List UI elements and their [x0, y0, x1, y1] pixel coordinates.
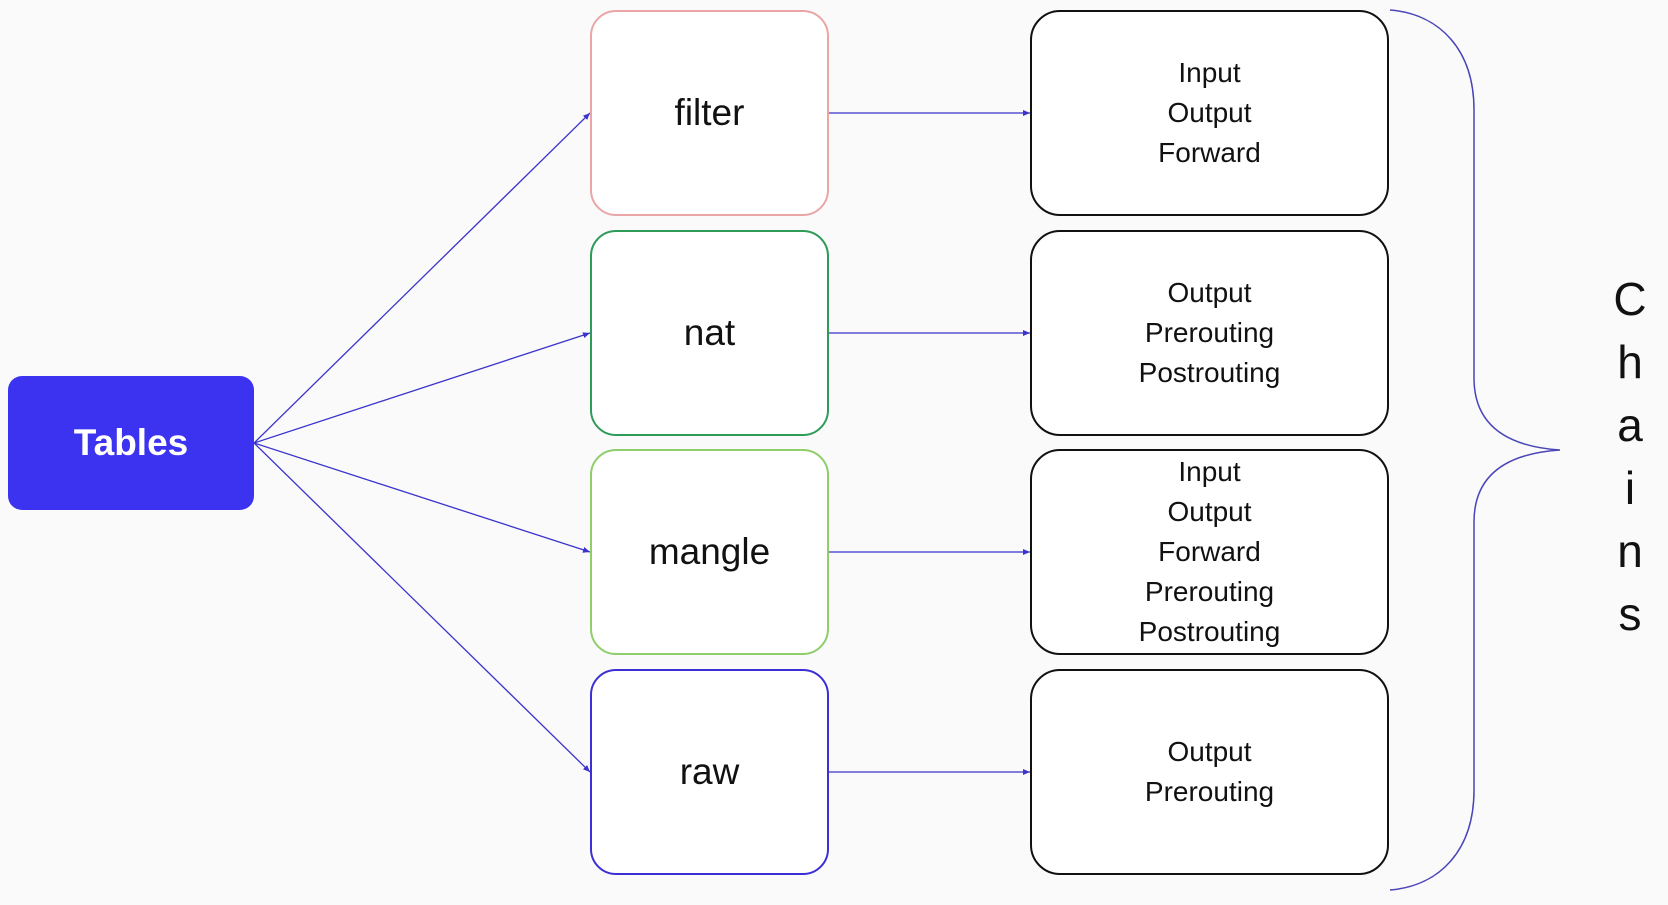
chain-item: Postrouting — [1138, 357, 1281, 388]
chains-brace — [1389, 9, 1561, 891]
arrow-tables-to-nat — [253, 332, 591, 444]
table-node-mangle: mangle — [590, 449, 829, 655]
table-label-mangle: mangle — [648, 531, 771, 572]
table-label-raw: raw — [679, 751, 740, 792]
tables-label: Tables — [73, 422, 189, 463]
tables-node: Tables — [8, 376, 254, 510]
chain-box-mangle: Input Output Forward Prerouting Postrout… — [1030, 449, 1389, 655]
table-node-nat: nat — [590, 230, 829, 436]
chain-item: Output — [1167, 277, 1252, 308]
chain-item: Input — [1178, 57, 1241, 88]
chains-label-letter: n — [1617, 525, 1643, 577]
chain-box-filter: Input Output Forward — [1030, 10, 1389, 216]
chain-item: Forward — [1158, 536, 1261, 567]
arrow-tables-to-mangle — [253, 442, 591, 553]
chain-item: Output — [1167, 736, 1252, 767]
chain-item: Output — [1167, 496, 1252, 527]
chain-item: Prerouting — [1144, 776, 1275, 807]
table-label-filter: filter — [674, 92, 745, 133]
chains-label-letter: a — [1617, 399, 1643, 451]
chain-item: Input — [1178, 456, 1241, 487]
chain-item: Output — [1167, 97, 1252, 128]
arrow-tables-to-filter — [253, 112, 591, 444]
table-node-raw: raw — [590, 669, 829, 875]
chain-item: Prerouting — [1144, 576, 1275, 607]
chain-box-nat: Output Prerouting Postrouting — [1030, 230, 1389, 436]
arrow-tables-to-raw — [253, 442, 591, 773]
chain-item: Prerouting — [1144, 317, 1275, 348]
chain-box-raw: Output Prerouting — [1030, 669, 1389, 875]
chains-label-letter: i — [1624, 462, 1636, 514]
chains-label-letter: s — [1618, 588, 1642, 640]
chains-label-letter: C — [1613, 273, 1647, 325]
chains-label-letter: h — [1617, 336, 1643, 388]
chain-item: Postrouting — [1138, 616, 1281, 647]
table-label-nat: nat — [683, 312, 736, 353]
table-node-filter: filter — [590, 10, 829, 216]
chain-item: Forward — [1158, 137, 1261, 168]
